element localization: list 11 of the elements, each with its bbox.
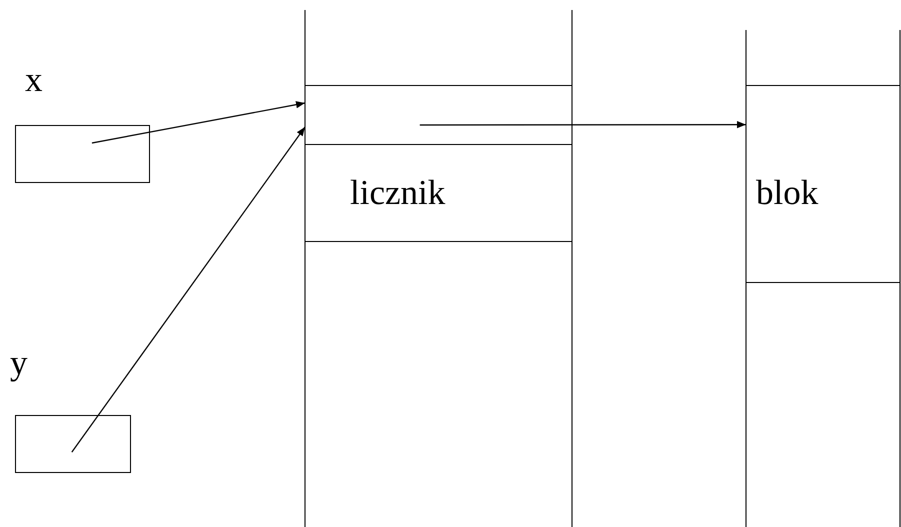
variable-name: x	[25, 62, 42, 97]
cell-label: blok	[756, 175, 818, 210]
variable-name: y	[10, 345, 28, 380]
pointer-cell	[305, 85, 572, 145]
variable-box	[15, 125, 150, 183]
arrow	[92, 101, 306, 144]
memory-cell	[746, 85, 900, 283]
arrow	[420, 121, 746, 128]
cell-label: licznik	[350, 175, 446, 210]
arrow	[71, 126, 306, 452]
variable-box	[15, 415, 131, 473]
